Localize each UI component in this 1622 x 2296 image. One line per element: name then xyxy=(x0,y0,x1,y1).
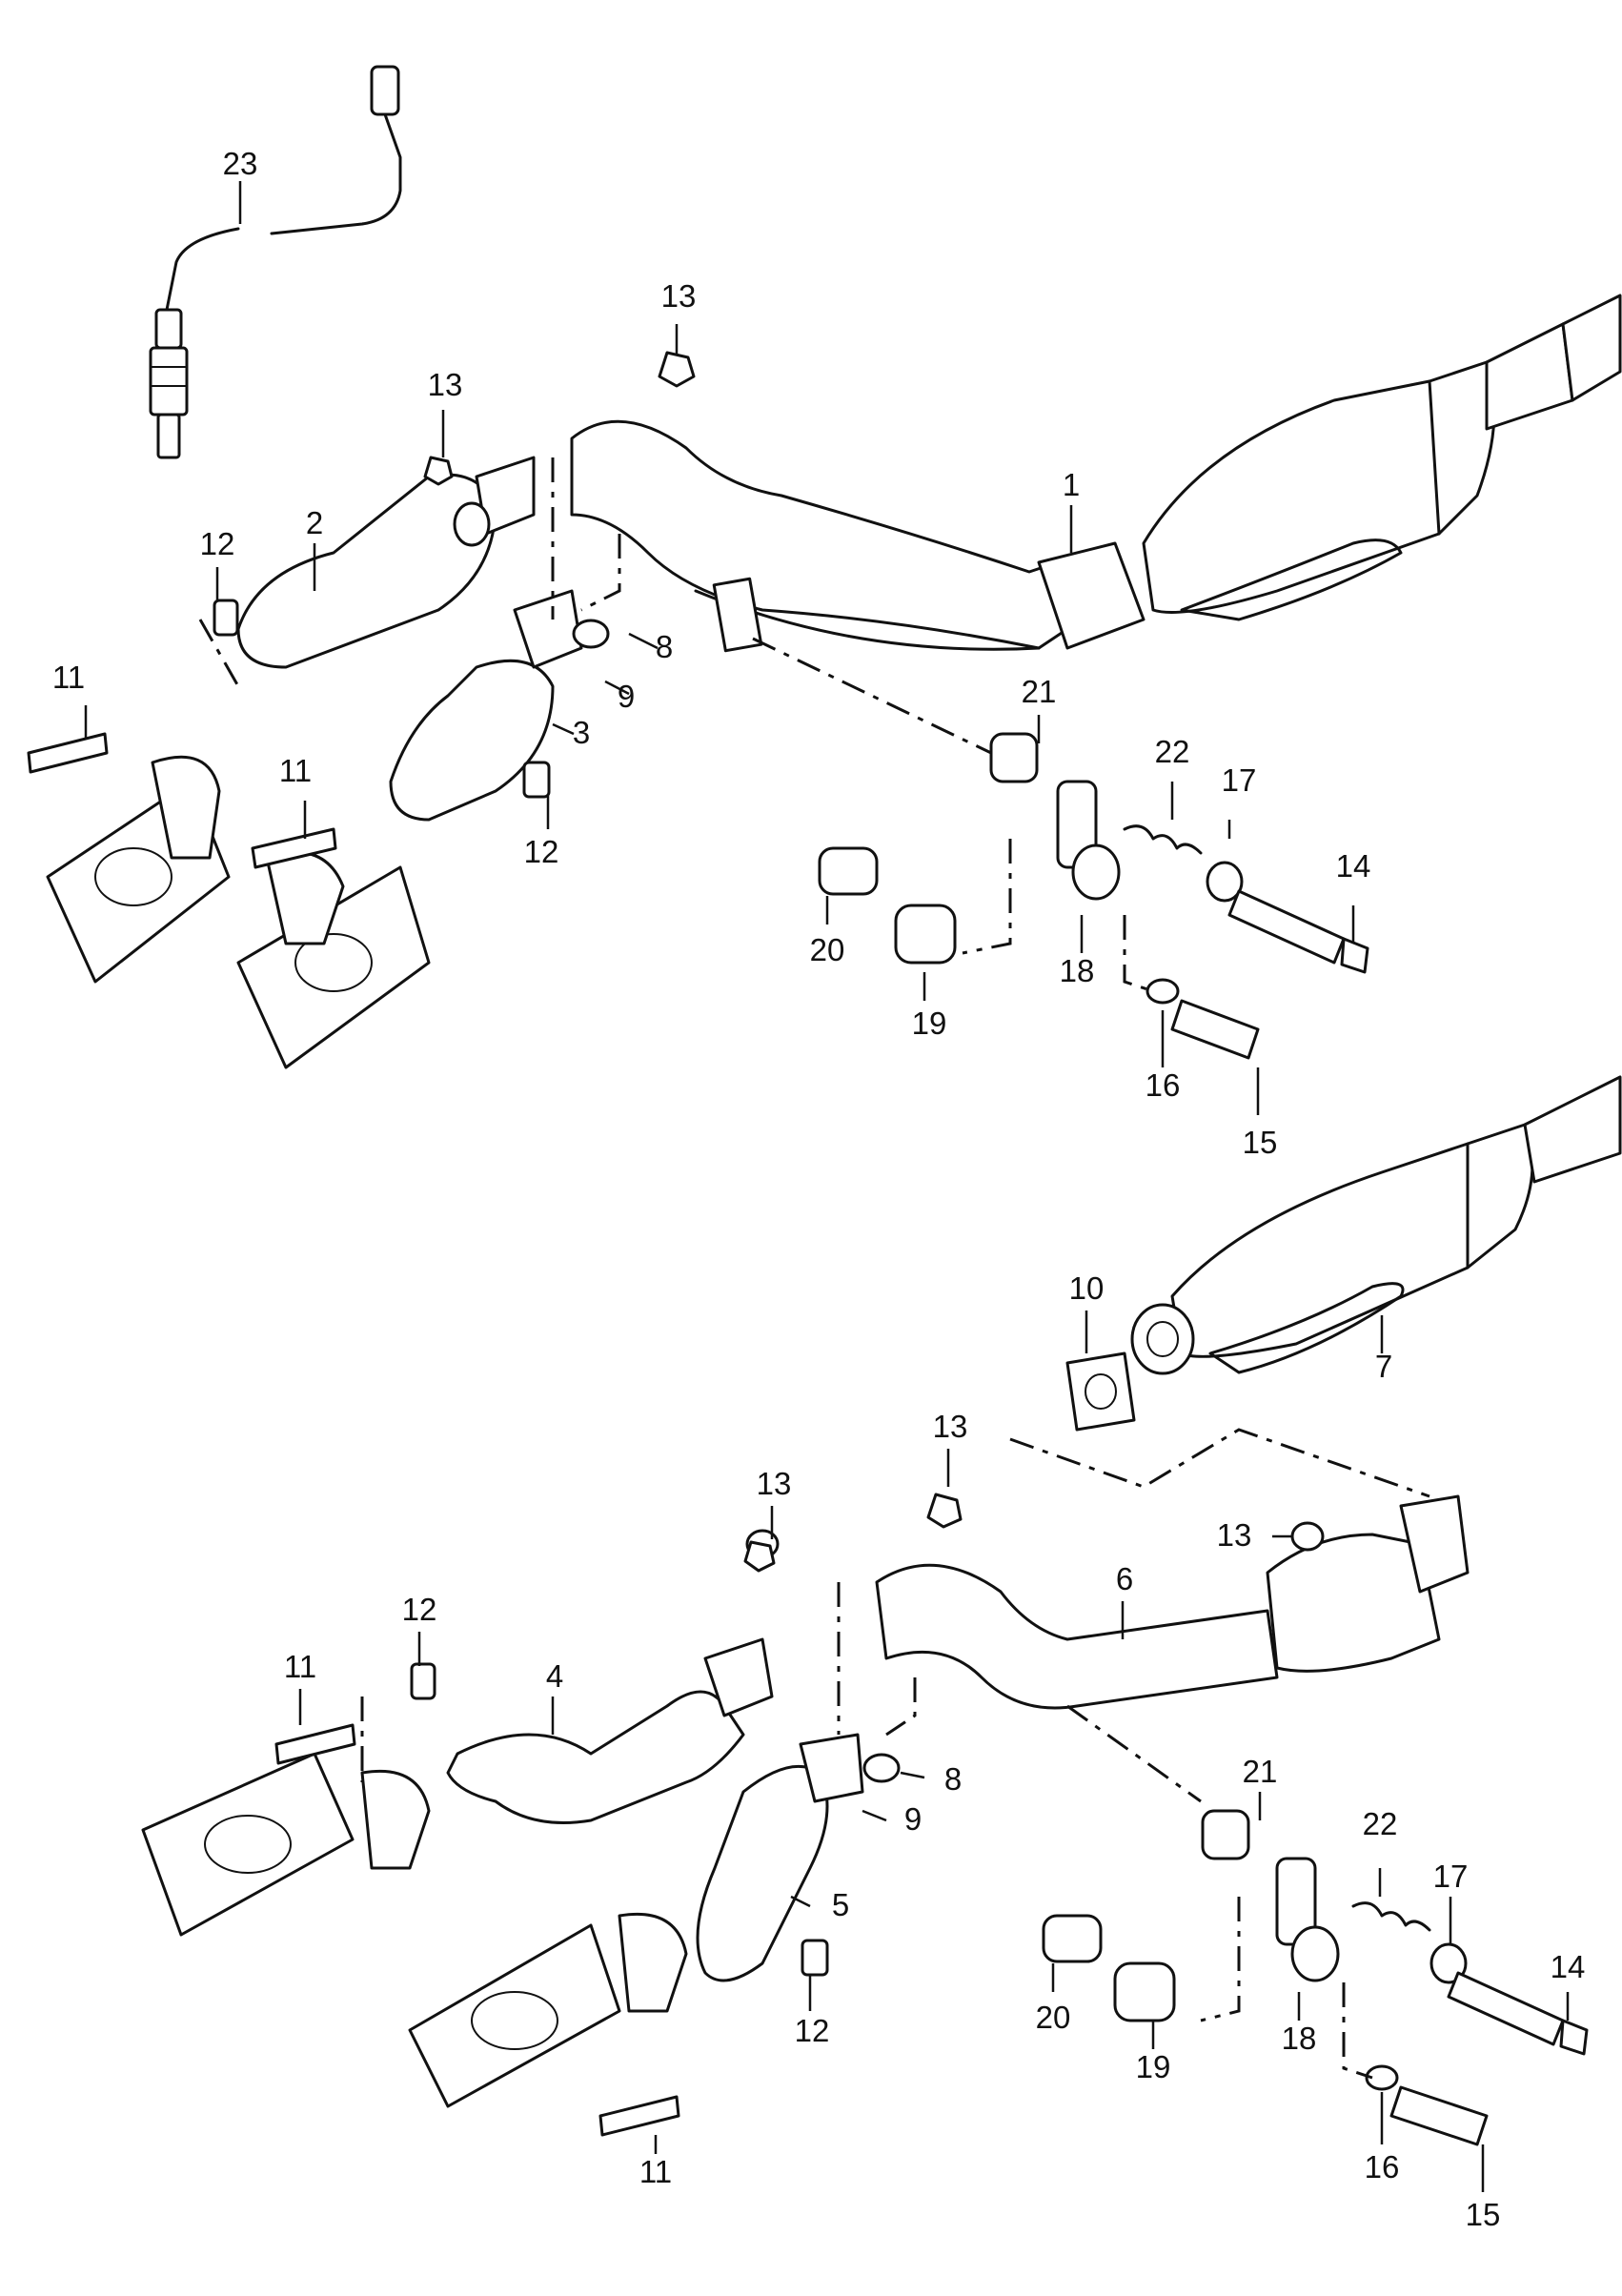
callout-9: 9 xyxy=(618,679,635,714)
callout-4: 4 xyxy=(546,1658,563,1694)
exhaust-manifold-bottom-upper xyxy=(141,1752,431,1937)
callout-13: 13 xyxy=(661,278,697,314)
callout-6: 6 xyxy=(1116,1561,1133,1596)
callout-13: 13 xyxy=(1217,1517,1252,1553)
callout-13: 13 xyxy=(428,367,463,402)
callout-17: 17 xyxy=(1433,1859,1469,1894)
callout-15: 15 xyxy=(1243,1125,1278,1160)
oxygen-sensor xyxy=(149,65,402,459)
callout-11: 11 xyxy=(284,1649,316,1684)
catalytic-converter-3 xyxy=(389,589,583,822)
catalytic-converter-4 xyxy=(446,1529,780,1824)
callout-13: 13 xyxy=(757,1466,792,1501)
exhaust-manifold-lower-left xyxy=(236,850,431,1069)
callout-16: 16 xyxy=(1146,1067,1181,1103)
callout-2: 2 xyxy=(306,505,323,540)
catalytic-converter-7 xyxy=(1130,1075,1622,1375)
callout-8: 8 xyxy=(656,629,673,664)
bottom-assembly: 10 7 13 13 13 6 12 4 11 8 9 5 12 11 21 2… xyxy=(141,1075,1622,2232)
callout-12: 12 xyxy=(795,2013,830,2048)
exhaust-manifold-upper-left xyxy=(46,755,231,984)
callout-1: 1 xyxy=(1063,467,1080,502)
gasket-10 xyxy=(1065,1351,1136,1432)
callout-11: 11 xyxy=(279,753,312,788)
callout-12: 12 xyxy=(402,1592,437,1627)
callout-14: 14 xyxy=(1551,1949,1586,1984)
callout-21: 21 xyxy=(1022,674,1057,709)
callout-16: 16 xyxy=(1365,2149,1400,2184)
callout-20: 20 xyxy=(1036,2000,1071,2035)
exhaust-manifold-bottom-lower xyxy=(408,1912,688,2108)
catalytic-converter-2 xyxy=(236,456,536,669)
callout-19: 19 xyxy=(912,1006,947,1041)
callout-21: 21 xyxy=(1243,1754,1278,1789)
callout-17: 17 xyxy=(1222,762,1257,798)
callout-22: 22 xyxy=(1363,1806,1398,1841)
callout-11: 11 xyxy=(52,660,85,695)
callout-18: 18 xyxy=(1060,953,1095,988)
callout-20: 20 xyxy=(810,932,845,967)
callout-23: 23 xyxy=(223,146,258,181)
callout-12: 12 xyxy=(524,834,559,869)
front-pipe-6 xyxy=(875,1494,1470,1710)
callout-13: 13 xyxy=(933,1409,968,1444)
callout-5: 5 xyxy=(832,1887,849,1922)
callout-8: 8 xyxy=(944,1761,962,1797)
callout-22: 22 xyxy=(1155,734,1190,769)
front-pipe-with-converter-1 xyxy=(570,294,1622,653)
callout-9: 9 xyxy=(904,1801,922,1837)
callout-15: 15 xyxy=(1466,2197,1501,2232)
callout-11: 11 xyxy=(639,2154,672,2189)
callout-3: 3 xyxy=(573,715,590,750)
hardware-bottom xyxy=(274,1493,963,2137)
relation-lines-top xyxy=(198,457,1154,993)
catalytic-converter-5 xyxy=(696,1733,864,1982)
callout-14: 14 xyxy=(1336,848,1371,884)
leader-lines-bottom xyxy=(298,1311,1570,2192)
callout-19: 19 xyxy=(1136,2049,1171,2084)
leader-lines-top xyxy=(84,181,1355,1115)
callout-18: 18 xyxy=(1282,2021,1317,2056)
relation-lines-bottom xyxy=(360,1428,1430,2080)
hanger-hardware-top xyxy=(818,732,1369,1060)
hanger-hardware-bottom xyxy=(1042,1809,1589,2146)
top-assembly: 23 13 13 1 12 2 11 11 8 9 3 12 21 22 17 … xyxy=(27,65,1622,1160)
callout-7: 7 xyxy=(1375,1349,1392,1384)
callout-10: 10 xyxy=(1069,1270,1105,1306)
hardware-top xyxy=(27,351,696,869)
callout-12: 12 xyxy=(200,526,235,561)
